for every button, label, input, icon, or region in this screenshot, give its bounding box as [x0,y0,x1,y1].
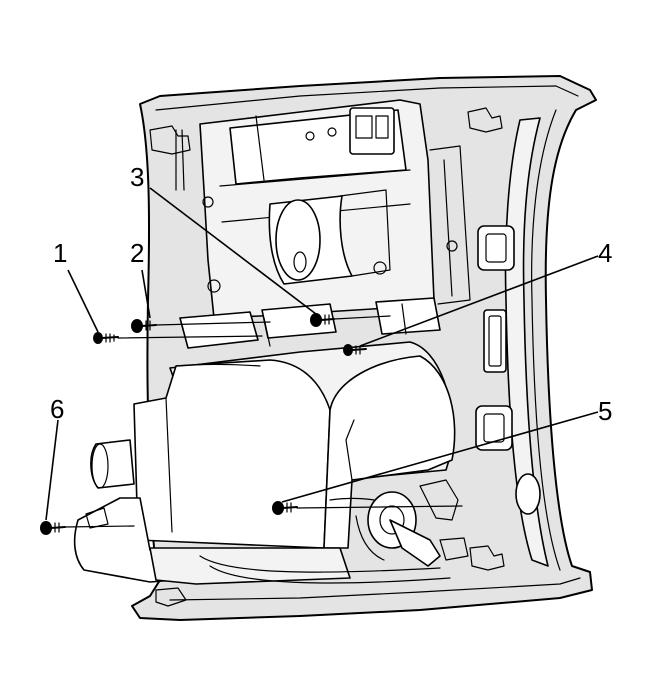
screw-6 [40,521,66,535]
leader-lines [45,187,599,521]
leader-5 [281,411,599,503]
mounting-tabs [179,297,441,349]
inner-bracket [149,99,471,319]
callout-5: 5 [598,396,612,426]
callouts: 1 2 3 4 5 6 [50,162,612,426]
screw-4 [343,344,367,356]
callout-2: 2 [130,238,144,268]
screw-3 [310,313,335,327]
callout-1: 1 [53,238,67,268]
callout-3: 3 [130,162,144,192]
leader-4 [359,255,599,347]
callout-4: 4 [598,238,612,268]
leader-1 [67,269,99,333]
alignment-lines [64,315,463,528]
callout-6: 6 [50,394,64,424]
screw-5 [272,501,298,515]
screw-2 [131,319,157,333]
leader-2 [141,269,151,319]
leader-3 [149,187,317,315]
screw-1 [93,332,119,344]
lower-module [73,341,469,607]
leader-6 [45,419,59,521]
